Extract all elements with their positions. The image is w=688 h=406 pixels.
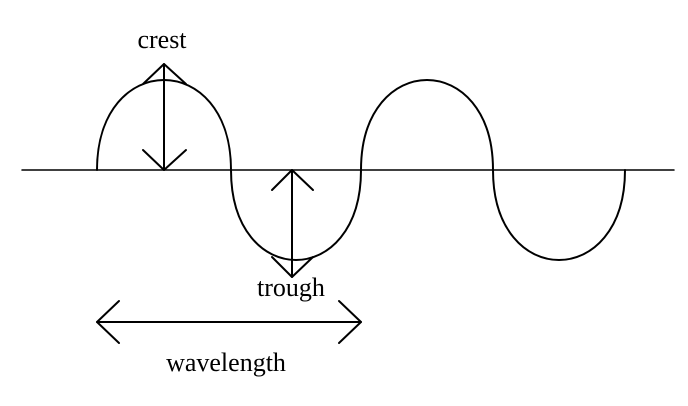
- trough-label: trough: [257, 273, 325, 302]
- wavelength-arrow: [96, 300, 362, 344]
- wavelength-label: wavelength: [166, 348, 286, 377]
- crest-amplitude-arrow: [142, 63, 187, 171]
- wave-curve: [96, 79, 626, 261]
- trough-amplitude-arrow: [271, 169, 314, 278]
- crest-label: crest: [137, 25, 187, 54]
